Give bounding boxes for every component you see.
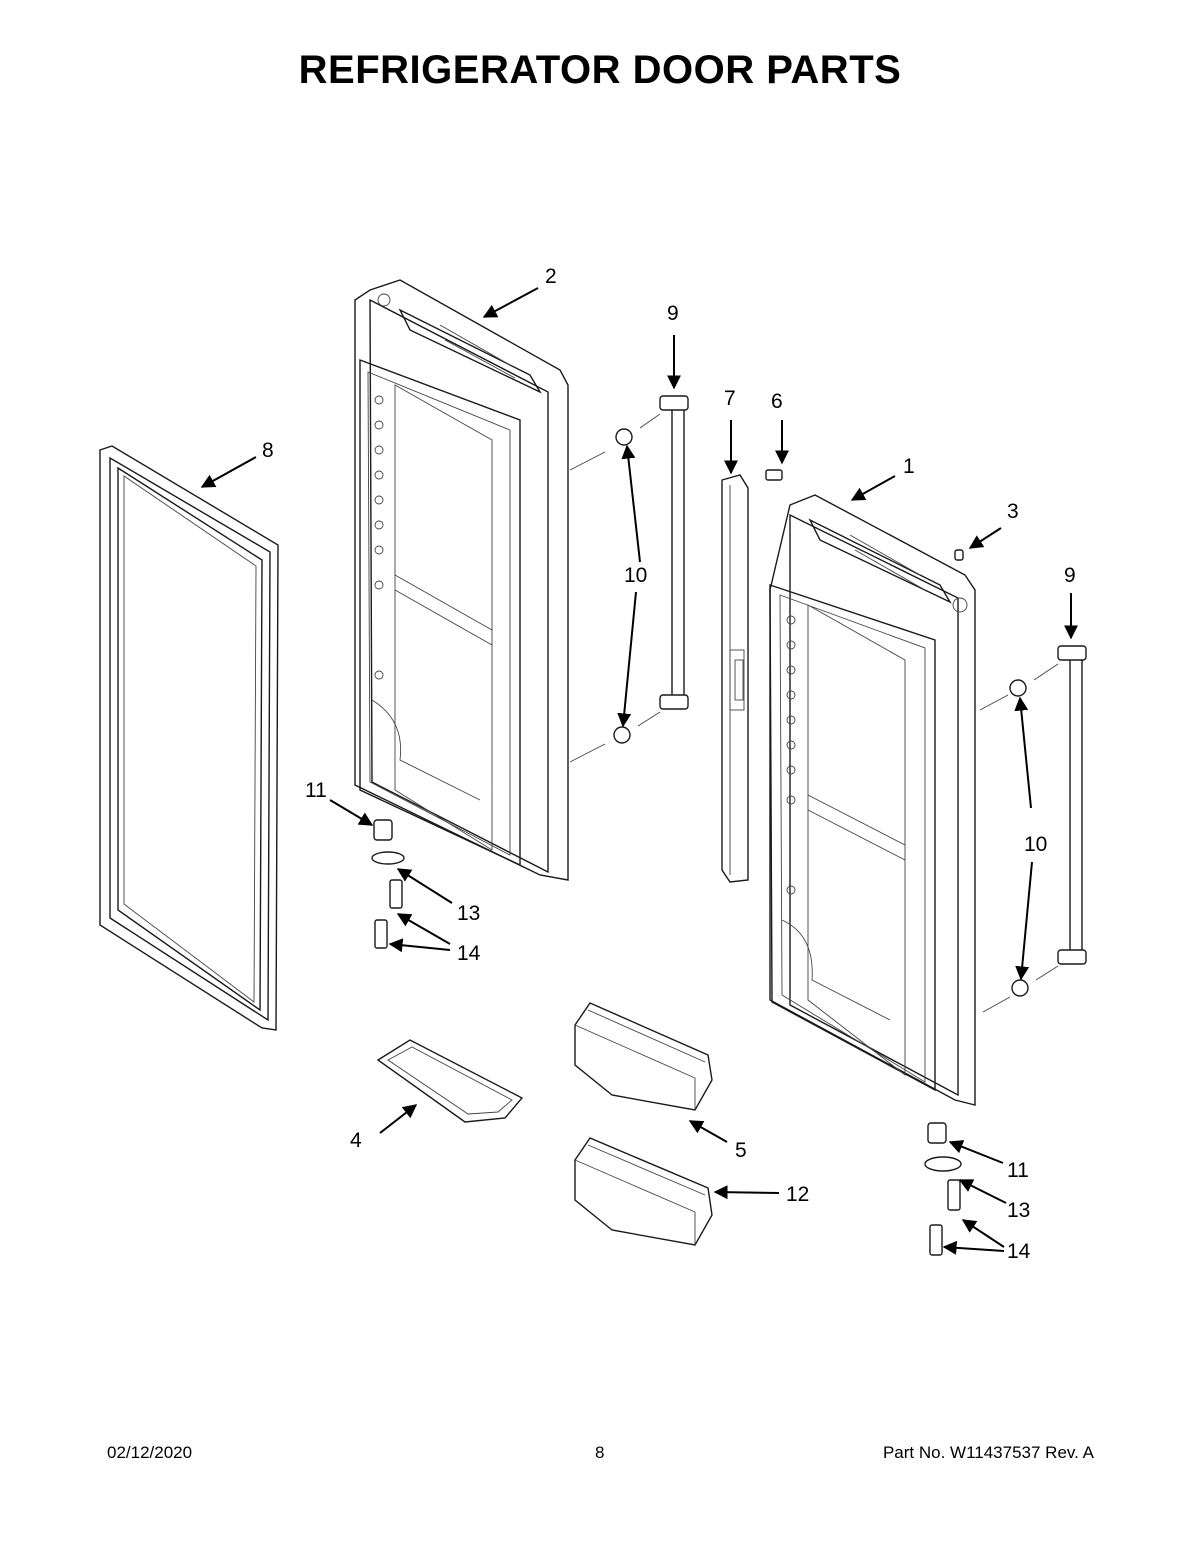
footer-date: 02/12/2020 (107, 1443, 193, 1462)
left-door (354, 279, 569, 881)
handle-studs (569, 413, 1059, 1013)
screws-top (765, 469, 964, 561)
door-handles (659, 395, 1087, 965)
callout-1: 1 (903, 455, 915, 478)
callout-14-right: 14 (1007, 1240, 1031, 1263)
callout-11-right: 11 (1007, 1159, 1029, 1182)
callout-4: 4 (350, 1129, 362, 1152)
callout-9-right: 9 (1064, 564, 1076, 587)
callout-13-left: 13 (457, 902, 480, 925)
callout-11-left: 11 (305, 779, 327, 802)
center-mullion (721, 474, 749, 883)
footer-part-number: Part No. W11437537 Rev. A (882, 1443, 1094, 1462)
callout-9-left: 9 (667, 302, 679, 325)
hinge-hardware (371, 819, 962, 1256)
callout-13-right: 13 (1007, 1199, 1030, 1222)
callout-8: 8 (262, 439, 274, 462)
door-gasket (99, 445, 279, 1031)
door-shelf (376, 1039, 524, 1123)
callout-14-left: 14 (457, 942, 481, 965)
footer-page-number: 8 (595, 1443, 605, 1462)
door-bins (574, 1002, 713, 1246)
callout-12: 12 (786, 1183, 809, 1206)
callout-3: 3 (1007, 500, 1019, 523)
page-title: REFRIGERATOR DOOR PARTS (298, 48, 902, 92)
callout-10-left: 10 (624, 564, 647, 587)
callout-5: 5 (735, 1139, 747, 1162)
callout-7: 7 (724, 387, 736, 410)
callout-6: 6 (771, 390, 783, 413)
right-door (769, 494, 976, 1106)
callout-10-right: 10 (1024, 833, 1047, 856)
callout-2: 2 (545, 265, 557, 288)
